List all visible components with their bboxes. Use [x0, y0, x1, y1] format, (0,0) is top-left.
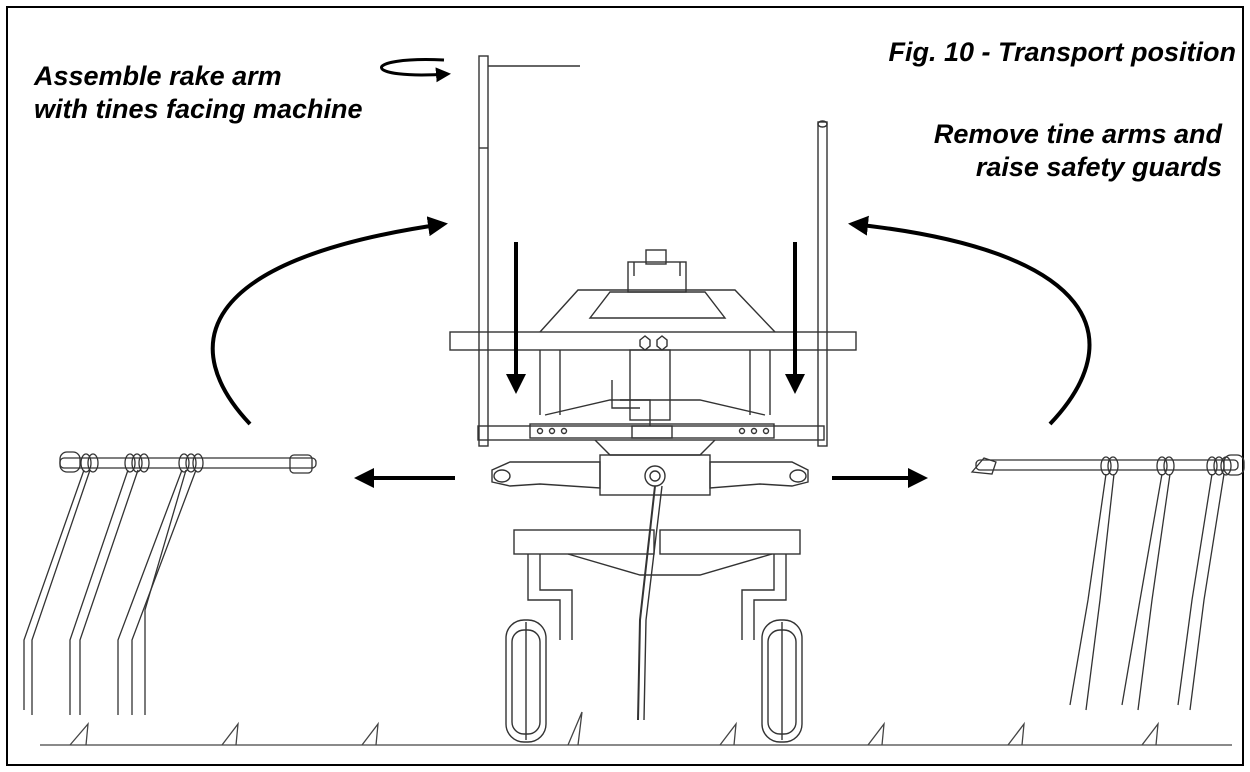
left-rake-arm — [23, 451, 317, 715]
remove-note-line-1: Remove tine arms and — [933, 119, 1222, 149]
right-rake-arm — [970, 454, 1245, 711]
remove-note-line-2: raise safety guards — [975, 152, 1222, 182]
remove-tine-arms-note: Remove tine arms and raise safety guards — [934, 118, 1222, 184]
assemble-note-line-1: Assemble rake arm — [34, 61, 282, 91]
right-wheel — [761, 619, 803, 743]
left-curved-arrow — [210, 216, 448, 426]
assemble-note-line-2: with tines facing machine — [34, 94, 363, 124]
left-wheel — [505, 619, 547, 743]
assemble-rake-arm-note: Assemble rake arm with tines facing mach… — [34, 60, 363, 126]
rake-machine-frame — [449, 55, 857, 721]
rotation-icon — [380, 58, 451, 83]
ground-line — [40, 711, 1232, 746]
right-curved-arrow — [848, 215, 1092, 426]
figure-frame — [6, 6, 1244, 766]
movement-arrows — [210, 215, 1092, 488]
figure-caption: Fig. 10 - Transport position — [888, 37, 1236, 67]
